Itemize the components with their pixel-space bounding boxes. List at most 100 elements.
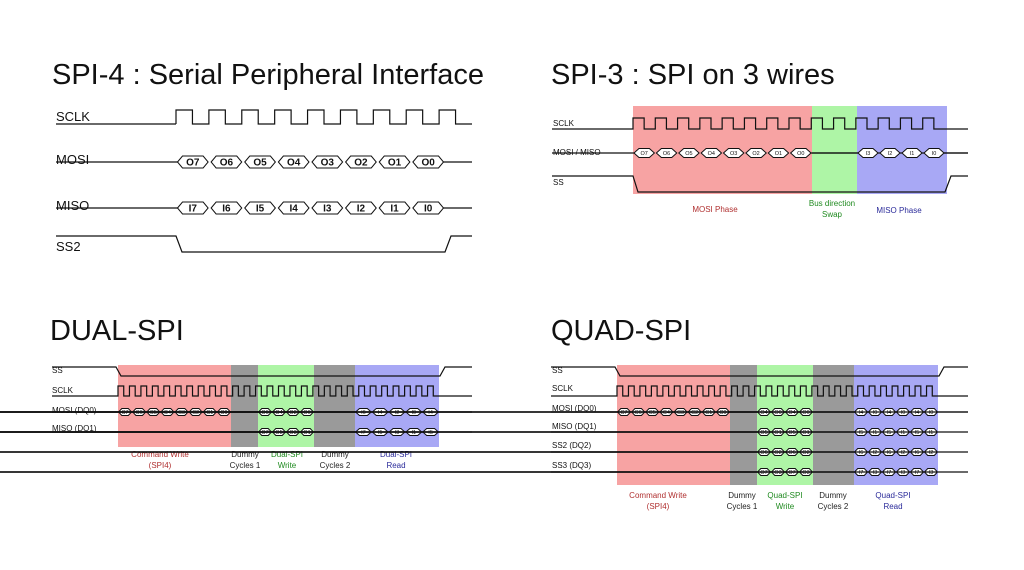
quad-w-dq2-bit-label: O6 (788, 450, 795, 456)
dual-r1-bit-label: I5 (428, 430, 433, 436)
quad-panel: QUAD-SPI SS SCLK MOSI (DQ0) MISO (DQ1) S… (0, 315, 968, 511)
quad-r-dq0-bit-label: I4 (859, 410, 864, 416)
quad-phase-backgrounds (617, 365, 938, 485)
spi3-in-bit-label: I1 (910, 151, 915, 157)
spi3-out-bit-label: O0 (797, 151, 804, 157)
phase-label-line: Dual-SPI (380, 450, 412, 459)
dual-cmd-bit-label: C4 (164, 410, 171, 416)
spi3-out-bit-label: O5 (685, 151, 692, 157)
quad-title: QUAD-SPI (551, 315, 691, 347)
phase-label-line: Write (278, 461, 297, 470)
phase-label-line: Read (883, 502, 902, 511)
quad-w-dq1-bit-label: O1 (802, 430, 809, 436)
spi4-miso-bit-label: I0 (424, 204, 433, 215)
quad-w-dq3-bit-label: O3 (774, 470, 781, 476)
spi3-out-bit-cell (767, 148, 790, 158)
quad-cmd-bit-label: C5 (649, 410, 656, 416)
spi3-out-bit-cell (655, 148, 678, 158)
spi3-out-bit-label: O6 (663, 151, 670, 157)
spi4-mosi-bit-cell (210, 155, 243, 169)
quad-r-dq3-bit-label: I3 (929, 470, 934, 476)
phase-label-line: Bus direction (809, 199, 855, 208)
quad-label-dq1: MISO (DQ1) (552, 422, 597, 431)
quad-cmd-bit-label: C4 (663, 410, 670, 416)
quad-label-sclk: SCLK (552, 384, 574, 393)
spi4-label-sclk: SCLK (56, 109, 90, 124)
dual-w0-bit-label: O6 (261, 410, 268, 416)
quad-cmd-bit-label: C6 (635, 410, 642, 416)
spi4-miso-bit-cell (378, 201, 411, 215)
phase-label-line: MISO Phase (876, 206, 922, 215)
spi3-out-bit-cell (722, 148, 745, 158)
quad-r-dq3-bit-label: I3 (901, 470, 906, 476)
spi3-out-bit-cell (633, 148, 656, 158)
spi4-miso-bit-label: I6 (222, 204, 231, 215)
spi4-miso-bit-cell (244, 201, 277, 215)
dual-label-sclk: SCLK (52, 386, 74, 395)
quad-w-dq3-bit-label: O3 (802, 470, 809, 476)
quad-w-dq3-bit-label: O7 (788, 470, 795, 476)
quad-r-dq2-bit-label: I2 (929, 450, 934, 456)
spi3-label-ss: SS (553, 178, 564, 187)
quad-sclk-wave (551, 385, 968, 397)
quad-r-dq1-bit-label: I1 (929, 430, 934, 436)
quad-r-dq3-bit-label: I7 (859, 470, 864, 476)
spi3-in-bit-cell (879, 148, 901, 158)
phase-label-line: Quad-SPI (875, 491, 910, 500)
spi4-mosi-bit-label: O3 (321, 158, 335, 169)
dual-label-ss: SS (52, 366, 63, 375)
spi3-out-bit-cell (700, 148, 723, 158)
phase-label-line: Dummy (728, 491, 756, 500)
spi4-mosi-bit-cell (277, 155, 310, 169)
phase-label-line: Quad-SPI (767, 491, 802, 500)
spi4-mosi-bit-label: O4 (287, 158, 301, 169)
quad-dummy1-bg (730, 365, 757, 485)
spi3-in-bit-label: I2 (888, 151, 893, 157)
spi3-out-bit-label: O3 (730, 151, 737, 157)
dual-panel: DUAL-SPI SS SCLK MOSI (DQ0) MISO (DQ1) C… (0, 315, 472, 470)
phase-label-line: Read (386, 461, 405, 470)
phase-label-line: Write (776, 502, 795, 511)
dual-cmd-bit-label: C0 (220, 410, 227, 416)
dual-ss-wave (52, 366, 472, 377)
quad-w-dq1-bit-label: O1 (774, 430, 781, 436)
spi3-out-bit-label: O2 (752, 151, 759, 157)
spi4-miso-bit-cell (277, 201, 310, 215)
dual-w1-bit-label: O1 (303, 430, 310, 436)
dual-dummy1-bg (231, 365, 258, 447)
dual-r0-bit-label: I6 (361, 410, 366, 416)
phase-label-line: Dummy (819, 491, 847, 500)
spi4-mosi-bit-label: O1 (388, 158, 402, 169)
spi3-sclk-wave (552, 117, 968, 130)
dual-w0-bit-label: O0 (303, 410, 310, 416)
quad-r-dq3-bit-label: I7 (915, 470, 920, 476)
dual-r0-bit-label: I4 (428, 410, 433, 416)
quad-w-dq1-bit-label: O5 (788, 430, 795, 436)
spi3-panel: SPI-3 : SPI on 3 wires SCLK MOSI / MISO … (551, 59, 968, 219)
dual-r0-bit-label: I4 (378, 410, 383, 416)
dual-label-dq0: MOSI (DQ0) (52, 406, 97, 415)
phase-label-line: (SPI4) (149, 461, 172, 470)
spi4-mosi-bit-label: O2 (354, 158, 368, 169)
spi4-miso-bit-cell (210, 201, 243, 215)
quad-cmd-bit-label: C1 (705, 410, 712, 416)
phase-label-line: (SPI4) (647, 502, 670, 511)
quad-r-dq2-bit-label: I6 (859, 450, 864, 456)
dual-r1-bit-label: I1 (412, 430, 417, 436)
quad-r-dq3-bit-label: I3 (873, 470, 878, 476)
spi4-mosi-bit-cell (244, 155, 277, 169)
spi4-label-miso: MISO (56, 198, 89, 213)
dual-cmd-bit-label: C3 (178, 410, 185, 416)
phase-label-line: Cycles 1 (727, 502, 758, 511)
quad-r-dq2-bit-label: I6 (887, 450, 892, 456)
spi4-miso-bit-label: I4 (290, 204, 299, 215)
quad-r-dq1-bit-label: I1 (901, 430, 906, 436)
phase-label-line: Command Write (629, 491, 687, 500)
phase-label-line: MOSI Phase (692, 205, 738, 214)
quad-label-dq2: SS2 (DQ2) (552, 441, 591, 450)
spi4-label-ss2: SS2 (56, 239, 81, 254)
phase-label-line: Cycles 2 (320, 461, 351, 470)
